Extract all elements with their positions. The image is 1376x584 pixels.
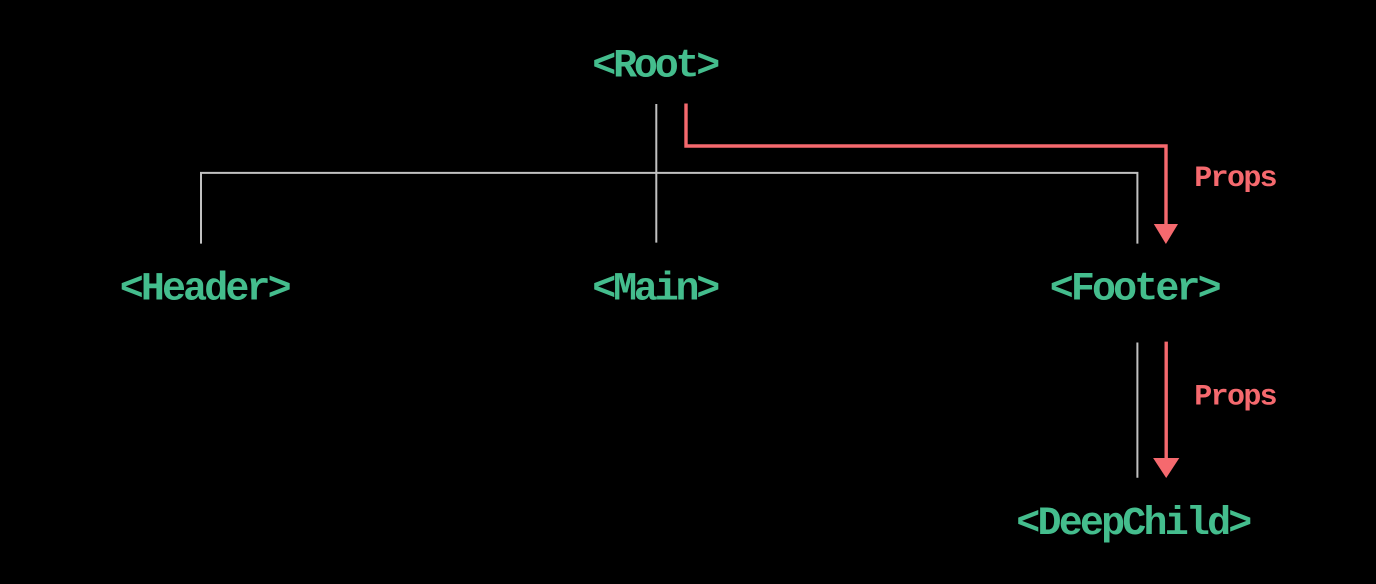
svg-text:Props: Props — [1194, 380, 1278, 414]
svg-text:<Root>: <Root> — [592, 45, 720, 90]
svg-text:<Main>: <Main> — [592, 268, 720, 313]
svg-text:<Footer>: <Footer> — [1050, 268, 1222, 313]
svg-text:<DeepChild>: <DeepChild> — [1016, 502, 1252, 547]
svg-text:Props: Props — [1194, 162, 1278, 196]
svg-text:<Header>: <Header> — [120, 268, 292, 313]
